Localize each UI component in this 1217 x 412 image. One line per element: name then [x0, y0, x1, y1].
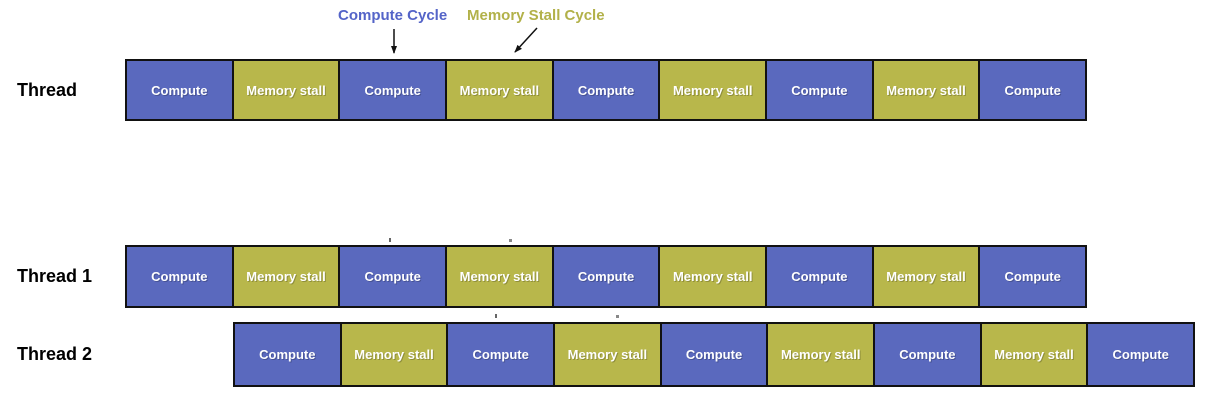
segment-compute: Compute	[127, 61, 234, 119]
segment-memory-stall: Memory stall	[873, 247, 981, 306]
thread1-bar: Compute Memory stall Compute Memory stal…	[125, 245, 1087, 308]
stray-mark	[616, 315, 619, 318]
segment-memory-stall: Memory stall	[660, 61, 768, 119]
segment-memory-stall: Memory stall	[981, 324, 1089, 385]
segment-compute: Compute	[767, 61, 874, 119]
segment-memory-stall: Memory stall	[447, 247, 554, 306]
segment-compute: Compute	[553, 247, 661, 306]
stray-mark	[389, 238, 391, 242]
segment-memory-stall: Memory stall	[768, 324, 876, 385]
segment-compute: Compute	[875, 324, 982, 385]
segment-compute: Compute	[448, 324, 556, 385]
thread2-bar: Compute Memory stall Compute Memory stal…	[233, 322, 1195, 387]
segment-memory-stall: Memory stall	[233, 61, 341, 119]
segment-memory-stall: Memory stall	[341, 324, 449, 385]
stray-mark	[495, 314, 497, 318]
segment-compute: Compute	[1088, 324, 1194, 385]
legend-memory-stall-cycle: Memory Stall Cycle	[467, 7, 605, 24]
segment-memory-stall: Memory stall	[555, 324, 662, 385]
segment-compute: Compute	[235, 324, 342, 385]
legend-compute-cycle: Compute Cycle	[338, 7, 448, 24]
segment-memory-stall: Memory stall	[233, 247, 341, 306]
segment-memory-stall: Memory stall	[660, 247, 768, 306]
segment-compute: Compute	[980, 61, 1086, 119]
segment-compute: Compute	[340, 247, 448, 306]
stray-mark	[509, 239, 512, 242]
thread-label: Thread	[17, 79, 78, 100]
memory-stall-cycle-arrow	[514, 27, 538, 53]
segment-compute: Compute	[661, 324, 769, 385]
thread2-label: Thread 2	[17, 344, 93, 364]
thread-bar: Compute Memory stall Compute Memory stal…	[125, 59, 1087, 121]
segment-compute: Compute	[340, 61, 448, 119]
segment-memory-stall: Memory stall	[447, 61, 554, 119]
segment-compute: Compute	[127, 247, 234, 306]
thread1-label: Thread 1	[17, 266, 93, 286]
segment-compute: Compute	[767, 247, 874, 306]
segment-compute: Compute	[553, 61, 661, 119]
segment-compute: Compute	[980, 247, 1086, 306]
segment-memory-stall: Memory stall	[873, 61, 981, 119]
